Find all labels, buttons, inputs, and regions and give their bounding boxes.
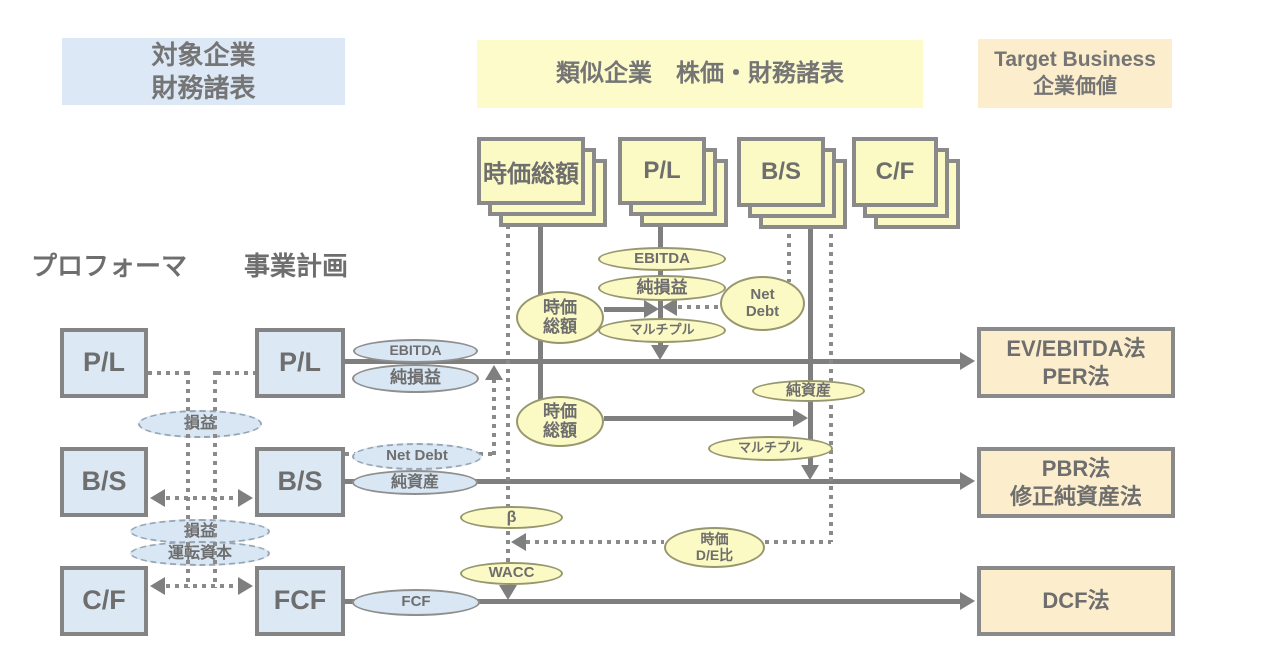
arrow-marketcap1-right bbox=[604, 307, 647, 312]
arrowhead-netdebt-left bbox=[662, 298, 677, 316]
arrowhead-marketcap2-right bbox=[793, 409, 808, 427]
dotted-vertical-a bbox=[186, 371, 190, 588]
dotted-bs-to-netdebt bbox=[787, 225, 791, 282]
box-plan-fcf: FCF bbox=[255, 566, 345, 636]
box-plan-pl: P/L bbox=[255, 328, 345, 398]
box-proforma-cf: C/F bbox=[60, 566, 148, 636]
dotted-netdebt-corner bbox=[479, 452, 495, 456]
dotted-pl-left-out bbox=[148, 371, 188, 375]
dotted-bs-level bbox=[166, 496, 238, 500]
ellipse-beta: β bbox=[460, 506, 563, 529]
arrowhead-bs-right bbox=[238, 489, 253, 507]
arrowhead-multiple2-down bbox=[801, 465, 819, 480]
box-method-ev-ebitda: EV/EBITDA法 PER法 bbox=[977, 327, 1175, 398]
ellipse-fcf-blue: FCF bbox=[352, 589, 480, 616]
header-line: Target Business bbox=[994, 48, 1156, 72]
line-bs-column bbox=[808, 225, 813, 468]
ellipse-pnl-1: 損益 bbox=[138, 410, 262, 438]
arrowhead-cf-left bbox=[150, 577, 165, 595]
dotted-pl-mid-out bbox=[217, 371, 255, 375]
label-business-plan: 事業計画 bbox=[244, 251, 349, 281]
ellipse-net-assets-blue: 純資産 bbox=[352, 470, 478, 495]
ellipse-working-capital: 運転資本 bbox=[130, 541, 270, 566]
arrowhead-ev-right bbox=[960, 352, 975, 370]
ellipse-net-debt-blue: Net Debt bbox=[352, 443, 482, 470]
arrowhead-marketcap1-right bbox=[644, 300, 659, 318]
arrowhead-dcf-right bbox=[960, 592, 975, 610]
dotted-de-ratio-right bbox=[765, 540, 831, 544]
dotted-cf-level bbox=[166, 584, 238, 588]
arrow-ev-ebitda-line bbox=[345, 359, 960, 364]
dotted-de-ratio-left bbox=[526, 540, 664, 544]
arrow-pbr-line bbox=[345, 479, 960, 484]
ellipse-net-income-blue: 純損益 bbox=[352, 364, 479, 393]
header-line: 財務諸表 bbox=[151, 72, 256, 103]
dotted-bsmid-to-netdebt bbox=[345, 452, 357, 456]
arrowhead-netdebt-up bbox=[485, 365, 503, 380]
ellipse-multiple-1: マルチプル bbox=[598, 318, 726, 343]
ellipse-multiple-2: マルチプル bbox=[708, 436, 833, 461]
arrowhead-multiple1-down bbox=[651, 345, 669, 360]
card-cf: C/F bbox=[852, 137, 938, 207]
box-plan-bs: B/S bbox=[255, 447, 345, 517]
box-method-dcf: DCF法 bbox=[977, 566, 1175, 636]
ellipse-wacc: WACC bbox=[460, 562, 563, 585]
dotted-netdebt-up bbox=[492, 379, 496, 457]
ellipse-net-income-yellow: 純損益 bbox=[598, 275, 726, 301]
dotted-marketcap-to-wacc bbox=[506, 225, 510, 585]
ellipse-pnl-2: 損益 bbox=[130, 519, 270, 544]
ellipse-ebitda-blue: EBITDA bbox=[353, 339, 478, 363]
box-proforma-bs: B/S bbox=[60, 447, 148, 517]
arrow-dcf-line bbox=[345, 599, 960, 604]
arrowhead-de-ratio-left bbox=[511, 533, 526, 551]
header-comparable-companies: 類似企業 株価・財務諸表 bbox=[477, 40, 923, 108]
header-target-company-financials: 対象企業 財務諸表 bbox=[62, 38, 345, 105]
header-line: 対象企業 bbox=[151, 40, 256, 70]
header-line: 企業価値 bbox=[1033, 74, 1117, 98]
ellipse-net-debt-yellow: Net Debt bbox=[720, 276, 805, 331]
ellipse-marketcap-1: 時価 総額 bbox=[516, 291, 604, 344]
header-target-business-value: Target Business 企業価値 bbox=[978, 39, 1172, 108]
label-proforma: プロフォーマ bbox=[31, 251, 188, 281]
arrow-marketcap2-right bbox=[604, 416, 796, 421]
box-method-pbr: PBR法 修正純資産法 bbox=[977, 447, 1175, 518]
arrowhead-pbr-right bbox=[960, 472, 975, 490]
arrowhead-cf-right bbox=[238, 577, 253, 595]
ellipse-net-assets-yellow: 純資産 bbox=[752, 380, 865, 402]
arrowhead-bs-left bbox=[150, 489, 165, 507]
card-bs: B/S bbox=[737, 137, 825, 207]
dotted-netdebt-to-junction bbox=[678, 305, 720, 309]
card-marketcap: 時価総額 bbox=[477, 137, 585, 205]
card-pl: P/L bbox=[618, 137, 706, 205]
dotted-vertical-b bbox=[213, 371, 217, 588]
ellipse-ebitda-yellow: EBITDA bbox=[598, 247, 726, 271]
box-proforma-pl: P/L bbox=[60, 328, 148, 398]
ellipse-market-de-ratio: 時価 D/E比 bbox=[664, 527, 765, 568]
ellipse-marketcap-2: 時価 総額 bbox=[516, 396, 604, 447]
arrowhead-wacc-down bbox=[499, 585, 517, 600]
header-line: 類似企業 株価・財務諸表 bbox=[556, 60, 844, 87]
